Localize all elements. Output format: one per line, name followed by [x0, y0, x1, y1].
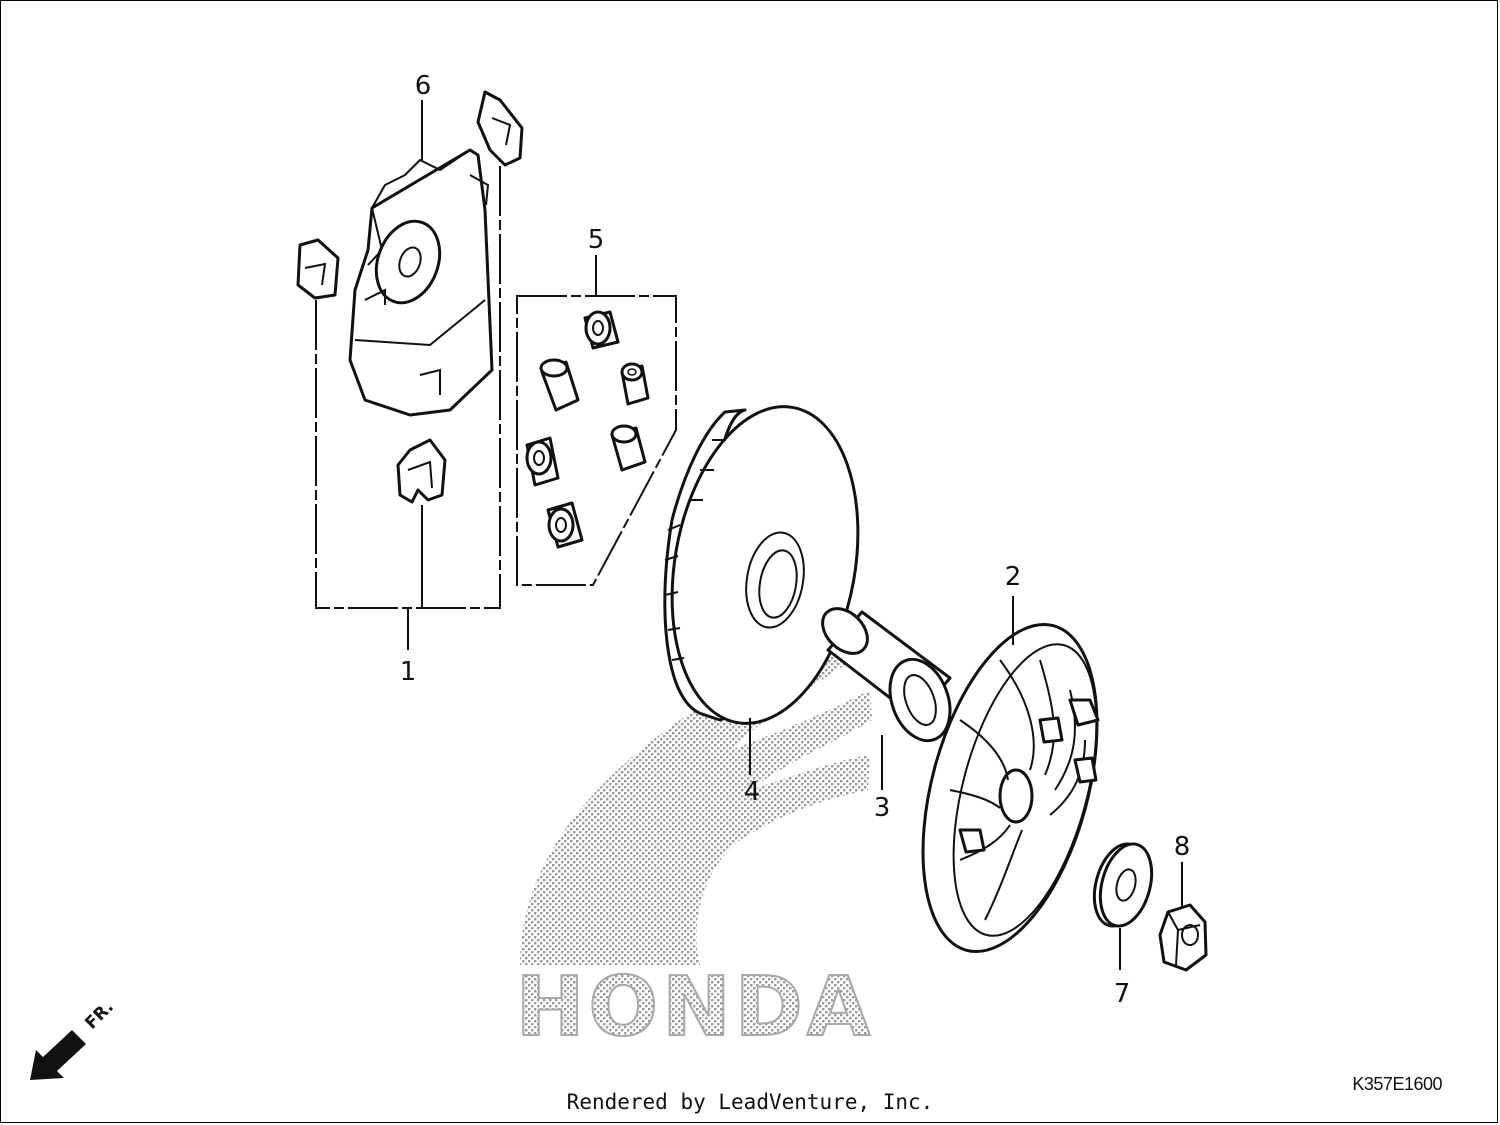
direction-label: FR.	[81, 997, 117, 1033]
direction-arrow-icon	[30, 1030, 86, 1080]
callout-2: 2	[1005, 562, 1022, 592]
callout-4: 4	[744, 777, 761, 807]
ramp-plate	[348, 148, 494, 417]
weight-roller	[539, 358, 580, 412]
front-direction-marker: FR.	[30, 997, 118, 1080]
weight-roller	[546, 501, 584, 549]
drawing-code: K357E1600	[1352, 1074, 1442, 1094]
honda-watermark-text: HONDA	[516, 960, 875, 1055]
weight-roller	[525, 436, 560, 487]
callout-7: 7	[1114, 979, 1131, 1009]
weight-roller-set	[525, 310, 650, 549]
hex-nut	[1158, 903, 1208, 972]
washer	[1092, 842, 1154, 928]
weight-roller	[620, 362, 650, 406]
callout-1: 1	[400, 657, 417, 687]
slider-piece-top	[476, 90, 524, 167]
weight-roller	[583, 310, 620, 350]
slider-piece-bottom	[396, 438, 447, 504]
callout-8: 8	[1174, 832, 1191, 862]
movable-drive-face	[663, 405, 860, 725]
callout-3: 3	[874, 793, 891, 823]
drive-collar	[821, 607, 952, 743]
callout-5: 5	[588, 225, 605, 255]
render-credit: Rendered by LeadVenture, Inc.	[566, 1090, 934, 1114]
weight-roller	[610, 424, 647, 472]
drive-face	[921, 622, 1100, 954]
kit-bracket-5	[516, 295, 677, 586]
slider-piece-left	[296, 238, 340, 300]
callout-6: 6	[415, 71, 432, 101]
